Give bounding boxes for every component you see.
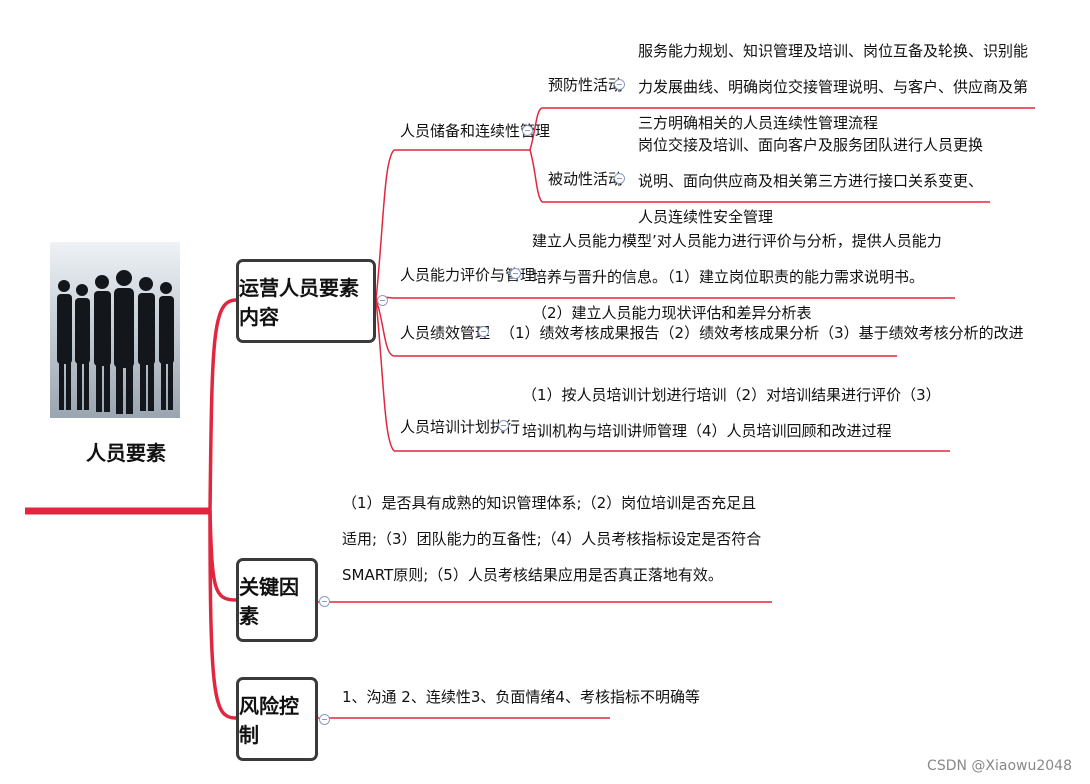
sub-curve-training [376,300,394,451]
collapse-preventive-icon[interactable] [614,79,625,90]
collapse-key-factors-icon[interactable] [319,596,330,607]
sub-curve-reserve [376,150,394,300]
collapse-passive-icon[interactable] [614,173,625,184]
collapse-operations-icon[interactable] [377,295,388,306]
text-key-factors: （1）是否具有成熟的知识管理体系;（2）岗位培训是否充足且适用;（3）团队能力的… [342,485,767,593]
text-performance: （1）绩效考核成果报告（2）绩效考核成果分析（3）基于绩效考核分析的改进 [500,320,1024,346]
business-people-silhouettes-icon [50,242,180,418]
watermark: CSDN @Xiaowu2048 [927,758,1072,774]
label-passive: 被动性活动 [548,166,623,192]
collapse-risk-icon[interactable] [319,714,330,725]
branch-curve-operations [210,300,236,511]
collapse-reserve-icon[interactable] [522,125,533,136]
text-preventive: 服务能力规划、知识管理及培训、岗位互备及轮换、识别能力发展曲线、明确岗位交接管理… [638,33,1028,141]
node-key-factors[interactable]: 关键因素 [236,558,318,642]
text-training: （1）按人员培训计划进行培训（2）对培训结果进行评价（3）培训机构与培训讲师管理… [522,377,947,449]
branch-curve-key-factors [210,511,236,600]
sub-curve-passive [530,150,542,202]
collapse-capability-icon[interactable] [510,268,521,279]
node-risk[interactable]: 风险控制 [236,677,318,761]
node-operations[interactable]: 运营人员要素内容 [236,259,376,343]
branch-curve-risk [210,511,236,718]
text-capability: 建立人员能力模型’对人员能力进行评价与分析，提供人员能力培养与晋升的信息。（1）… [532,223,947,331]
collapse-training-icon[interactable] [498,420,509,431]
root-title: 人员要素 [86,437,166,466]
label-preventive: 预防性活动 [548,72,623,98]
label-performance: 人员绩效管理 [400,320,490,346]
collapse-performance-icon[interactable] [478,326,489,337]
text-passive: 岗位交接及培训、面向客户及服务团队进行人员更换说明、面向供应商及相关第三方进行接… [638,127,983,235]
text-risk: 1、沟通 2、连续性3、负面情绪4、考核指标不明确等 [342,684,700,710]
